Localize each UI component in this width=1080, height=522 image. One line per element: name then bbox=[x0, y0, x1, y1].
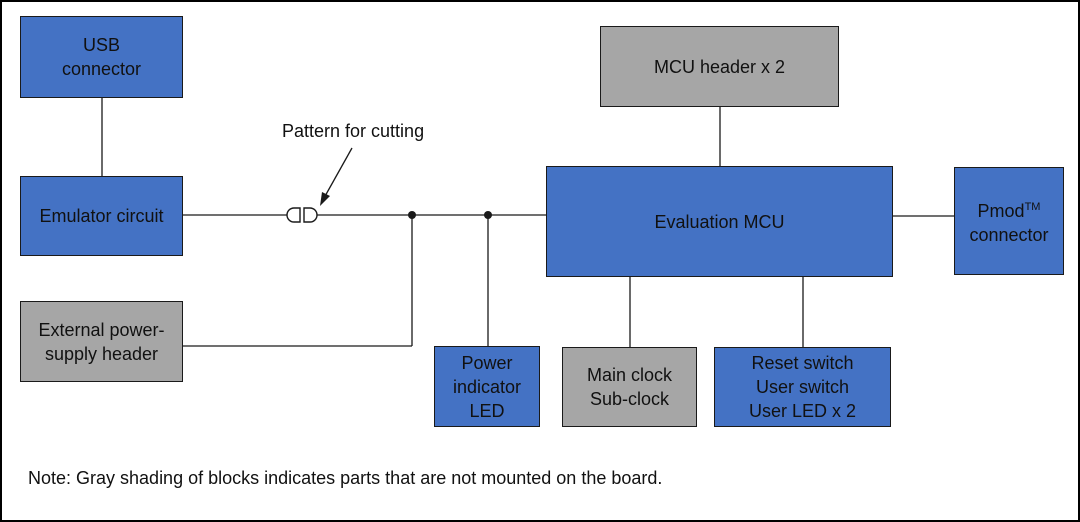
junction-dot bbox=[484, 211, 492, 219]
pmod-connector-block: PmodTM connector bbox=[954, 167, 1064, 275]
power-indicator-led-block: Power indicator LED bbox=[434, 346, 540, 427]
mcu-header-label: MCU header x 2 bbox=[653, 56, 786, 77]
pmod-label-line2: connector bbox=[969, 225, 1049, 245]
external-power-header-label: External power- supply header bbox=[38, 319, 165, 364]
main-clock-block: Main clock Sub-clock bbox=[562, 347, 697, 427]
callout-arrow bbox=[323, 147, 353, 199]
evaluation-mcu-block: Evaluation MCU bbox=[546, 166, 893, 277]
usb-connector-label: USB connector bbox=[61, 35, 142, 79]
reset-switch-label: Reset switch User switch User LED x 2 bbox=[748, 353, 857, 421]
callout-arrowhead bbox=[320, 192, 330, 206]
pmod-connector-label: PmodTM connector bbox=[969, 195, 1048, 247]
reset-switch-block: Reset switch User switch User LED x 2 bbox=[714, 347, 891, 427]
external-power-header-block: External power- supply header bbox=[20, 301, 183, 382]
usb-connector-block: USB connector bbox=[20, 16, 183, 98]
pmod-label-main: Pmod bbox=[977, 201, 1025, 221]
main-clock-label: Main clock Sub-clock bbox=[586, 365, 673, 409]
pmod-trademark: TM bbox=[1024, 201, 1041, 213]
emulator-circuit-block: Emulator circuit bbox=[20, 176, 183, 256]
junction-dot bbox=[408, 211, 416, 219]
mcu-header-block: MCU header x 2 bbox=[600, 26, 839, 107]
cut-pattern-annotation: Pattern for cutting bbox=[282, 121, 425, 141]
power-indicator-led-label: Power indicator LED bbox=[452, 352, 522, 421]
cut-pattern-symbol bbox=[286, 207, 318, 223]
evaluation-mcu-label: Evaluation MCU bbox=[654, 211, 785, 232]
legend-note: Note: Gray shading of blocks indicates p… bbox=[28, 468, 663, 488]
emulator-circuit-label: Emulator circuit bbox=[39, 206, 164, 226]
